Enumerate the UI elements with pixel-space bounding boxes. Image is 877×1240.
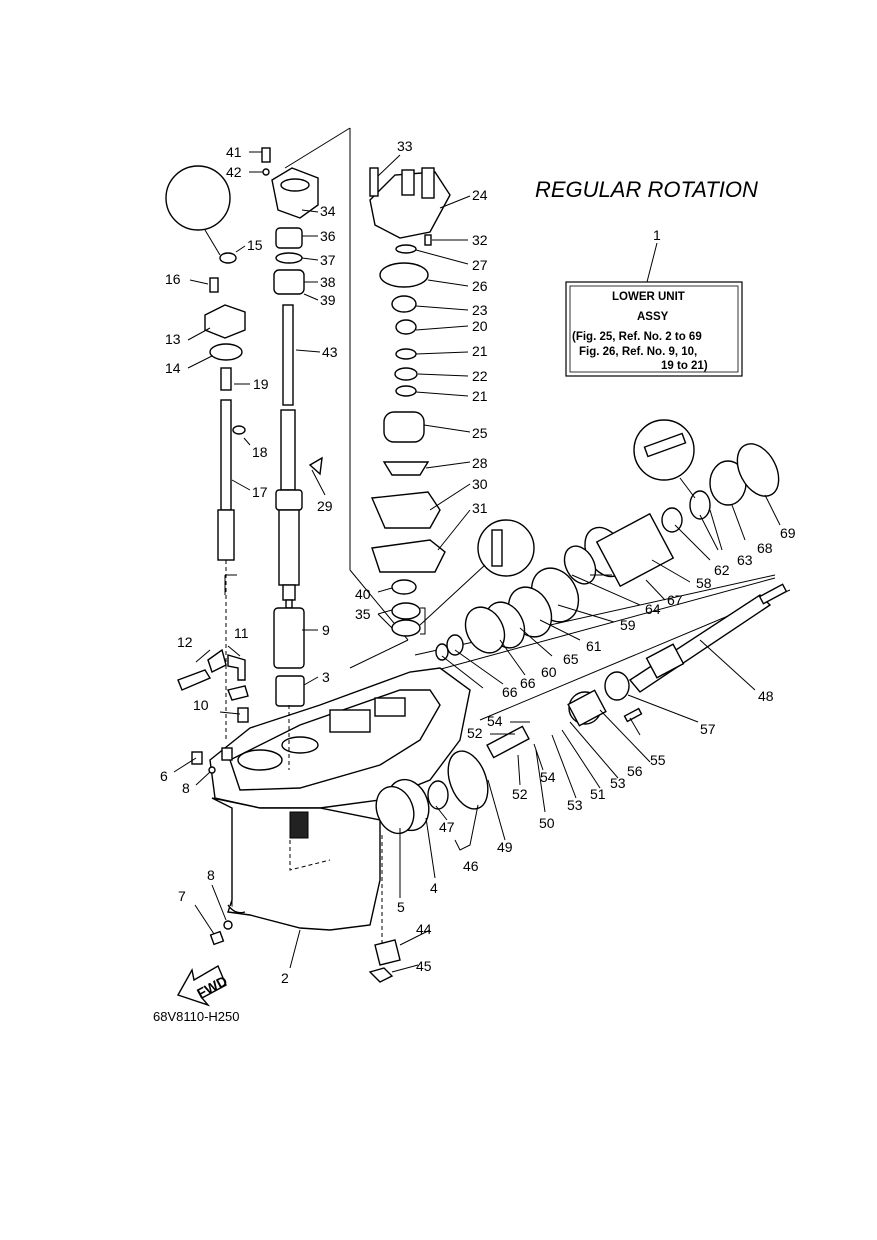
label-57: 57 xyxy=(700,721,716,737)
label-66a: 66 xyxy=(502,684,518,700)
label-14: 14 xyxy=(165,360,181,376)
label-8a: 8 xyxy=(182,780,190,796)
label-63: 63 xyxy=(737,552,753,568)
label-53a: 53 xyxy=(567,797,583,813)
label-7: 7 xyxy=(178,888,186,904)
label-65: 65 xyxy=(563,651,579,667)
label-18: 18 xyxy=(252,444,268,460)
small-parts xyxy=(177,147,271,946)
forward-direction-arrow: FWD xyxy=(176,964,230,1007)
assembly-ref: 1 xyxy=(653,227,661,243)
label-62: 62 xyxy=(714,562,730,578)
propeller-shaft-assembly xyxy=(368,443,788,983)
label-56: 56 xyxy=(627,763,643,779)
label-9: 9 xyxy=(322,622,330,638)
label-8b: 8 xyxy=(207,867,215,883)
label-25: 25 xyxy=(472,425,488,441)
detail-callout-left xyxy=(165,165,231,256)
label-38: 38 xyxy=(320,274,336,290)
label-16: 16 xyxy=(165,271,181,287)
label-29: 29 xyxy=(317,498,333,514)
label-53b: 53 xyxy=(610,775,626,791)
assembly-box: 1 LOWER UNIT ASSY (Fig. 25, Ref. No. 2 t… xyxy=(565,227,743,377)
label-35: 35 xyxy=(355,606,371,622)
label-2: 2 xyxy=(281,970,289,986)
diagram-title: REGULAR ROTATION xyxy=(535,177,758,202)
label-27: 27 xyxy=(472,257,488,273)
label-39: 39 xyxy=(320,292,336,308)
label-54a: 54 xyxy=(487,713,503,729)
label-52b: 52 xyxy=(512,786,528,802)
label-58: 58 xyxy=(696,575,712,591)
assembly-line4: Fig. 26, Ref. No. 9, 10, xyxy=(579,346,697,358)
label-13: 13 xyxy=(165,331,181,347)
label-34: 34 xyxy=(320,203,336,219)
drawing-code: 68V8110-H250 xyxy=(153,1009,240,1024)
label-50: 50 xyxy=(539,815,555,831)
assembly-line2: ASSY xyxy=(637,311,669,323)
label-64: 64 xyxy=(645,601,661,617)
label-46: 46 xyxy=(463,858,479,874)
label-21a: 21 xyxy=(472,343,488,359)
label-42: 42 xyxy=(226,164,242,180)
label-23: 23 xyxy=(472,302,488,318)
label-43: 43 xyxy=(322,344,338,360)
label-15: 15 xyxy=(247,237,263,253)
label-40: 40 xyxy=(355,586,371,602)
label-10: 10 xyxy=(193,697,209,713)
label-21b: 21 xyxy=(472,388,488,404)
label-36: 36 xyxy=(320,228,336,244)
assembly-line5: 19 to 21) xyxy=(661,360,708,372)
detail-callout-center xyxy=(419,519,535,626)
label-47: 47 xyxy=(439,819,455,835)
label-45: 45 xyxy=(416,958,432,974)
label-48: 48 xyxy=(758,688,774,704)
assembly-line1: LOWER UNIT xyxy=(612,291,685,303)
label-59: 59 xyxy=(620,617,636,633)
label-11: 11 xyxy=(234,625,249,641)
label-54b: 54 xyxy=(540,769,556,785)
label-49: 49 xyxy=(497,839,513,855)
label-22: 22 xyxy=(472,368,488,384)
label-37: 37 xyxy=(320,252,336,268)
label-26: 26 xyxy=(472,278,488,294)
label-55: 55 xyxy=(650,752,666,768)
label-3: 3 xyxy=(322,669,330,685)
label-32: 32 xyxy=(472,232,488,248)
label-30: 30 xyxy=(472,476,488,492)
label-4: 4 xyxy=(430,880,438,896)
assembly-line3: (Fig. 25, Ref. No. 2 to 69 xyxy=(572,331,702,343)
label-28: 28 xyxy=(472,455,488,471)
label-5: 5 xyxy=(397,899,405,915)
leader-lines xyxy=(173,151,781,973)
label-31: 31 xyxy=(472,500,488,516)
label-41: 41 xyxy=(226,144,242,160)
label-52a: 52 xyxy=(467,725,483,741)
label-60: 60 xyxy=(541,664,557,680)
label-66b: 66 xyxy=(520,675,536,691)
detail-callout-right xyxy=(633,419,696,499)
label-69: 69 xyxy=(780,525,796,541)
label-44: 44 xyxy=(416,921,432,937)
label-51: 51 xyxy=(590,786,606,802)
label-24: 24 xyxy=(472,187,488,203)
label-6: 6 xyxy=(160,768,168,784)
part-number-labels: 2 3 4 5 6 7 8 8 9 10 11 12 13 14 15 16 1… xyxy=(160,138,796,986)
label-68: 68 xyxy=(757,540,773,556)
label-33: 33 xyxy=(397,138,413,154)
water-pump-assembly xyxy=(369,167,451,637)
label-67: 67 xyxy=(667,592,683,608)
gear-case-housing xyxy=(209,667,471,931)
label-17: 17 xyxy=(252,484,268,500)
drive-shaft-assembly xyxy=(271,167,319,770)
label-20: 20 xyxy=(472,318,488,334)
label-12: 12 xyxy=(177,634,193,650)
label-61: 61 xyxy=(586,638,602,654)
label-19: 19 xyxy=(253,376,269,392)
